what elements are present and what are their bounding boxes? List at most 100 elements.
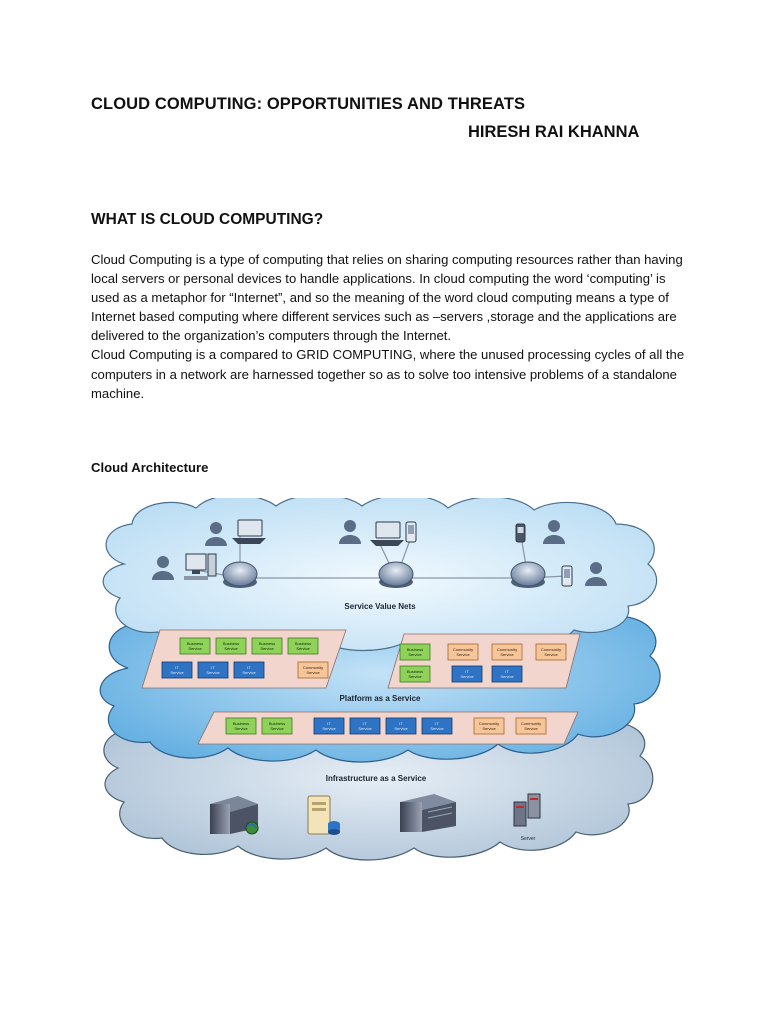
server-tower-icon [513, 793, 541, 827]
community-service-label: Service [524, 726, 538, 731]
business-service-label: Service [188, 646, 202, 651]
it-service-label: IT [327, 721, 331, 726]
community-service-label: Community [497, 647, 517, 652]
network-hub-1 [222, 561, 258, 588]
business-service-label: Service [260, 646, 274, 651]
it-service-label: IT [211, 665, 215, 670]
business-service-label: Business [407, 669, 423, 674]
it-service-label: IT [435, 721, 439, 726]
it-service-label: IT [465, 669, 469, 674]
document-title: CLOUD COMPUTING: OPPORTUNITIES AND THREA… [91, 95, 526, 113]
community-service-label: Community [521, 721, 541, 726]
paragraph-1: Cloud Computing is a type of computing t… [91, 252, 683, 344]
user-icon [585, 562, 607, 586]
it-service-label: Service [500, 674, 514, 679]
platform-panel-right [387, 633, 581, 689]
it-service-label: Service [242, 670, 256, 675]
user-icon [543, 520, 565, 544]
community-service-label: Community [303, 665, 323, 670]
rack-server-icon [210, 796, 259, 835]
business-service-label: Business [269, 721, 285, 726]
it-service-label: Service [430, 726, 444, 731]
body-text: Cloud Computing is a type of computing t… [91, 250, 691, 403]
laptop-icon [370, 521, 404, 546]
business-service-label: Service [408, 674, 422, 679]
it-service-label: IT [247, 665, 251, 670]
storage-server-icon [307, 795, 340, 835]
mobile-phone-icon [515, 523, 526, 543]
business-service-label: Service [224, 646, 238, 651]
it-service-label: Service [358, 726, 372, 731]
it-service-label: IT [505, 669, 509, 674]
it-service-label: Service [170, 670, 184, 675]
business-service-label: Business [223, 641, 239, 646]
section-heading: WHAT IS CLOUD COMPUTING? [91, 211, 324, 228]
network-hub-3 [510, 561, 546, 588]
it-service-label: Service [460, 674, 474, 679]
community-service-label: Community [453, 647, 473, 652]
business-service-label: Business [233, 721, 249, 726]
community-service-label: Community [479, 721, 499, 726]
business-service-label: Service [270, 726, 284, 731]
layer-label-platform: Platform as a Service [340, 694, 421, 703]
it-service-label: IT [363, 721, 367, 726]
it-service-label: Service [394, 726, 408, 731]
server-label: Server [521, 836, 536, 842]
community-service-label: Community [541, 647, 561, 652]
layer-label-service-value-nets: Service Value Nets [344, 602, 416, 611]
business-service-label: Business [407, 647, 423, 652]
paragraph-2: Cloud Computing is a compared to GRID CO… [91, 347, 685, 401]
it-service-label: Service [322, 726, 336, 731]
desktop-computer-icon [184, 553, 217, 580]
user-icon [152, 556, 174, 580]
user-icon [339, 520, 361, 544]
it-service-label: IT [175, 665, 179, 670]
figure-caption: Cloud Architecture [91, 460, 209, 475]
user-icon [205, 522, 227, 546]
business-service-label: Service [234, 726, 248, 731]
business-service-label: Business [295, 641, 311, 646]
community-service-label: Service [544, 652, 558, 657]
business-service-label: Business [187, 641, 203, 646]
community-service-label: Service [306, 670, 320, 675]
pda-icon [405, 521, 417, 543]
business-service-label: Business [259, 641, 275, 646]
layer-label-infrastructure: Infrastructure as a Service [326, 774, 427, 783]
service-boxes: BusinessServiceBusinessServiceBusinessSe… [161, 637, 567, 735]
it-service-label: IT [399, 721, 403, 726]
blade-server-icon [400, 794, 456, 832]
document-author: HIRESH RAI KHANNA [468, 123, 640, 141]
business-service-label: Service [296, 646, 310, 651]
community-service-label: Service [500, 652, 514, 657]
community-service-label: Service [482, 726, 496, 731]
community-service-label: Service [456, 652, 470, 657]
network-hub-2 [378, 561, 414, 588]
it-service-label: Service [206, 670, 220, 675]
pda-icon [561, 565, 573, 587]
laptop-icon [232, 519, 266, 544]
business-service-label: Service [408, 652, 422, 657]
